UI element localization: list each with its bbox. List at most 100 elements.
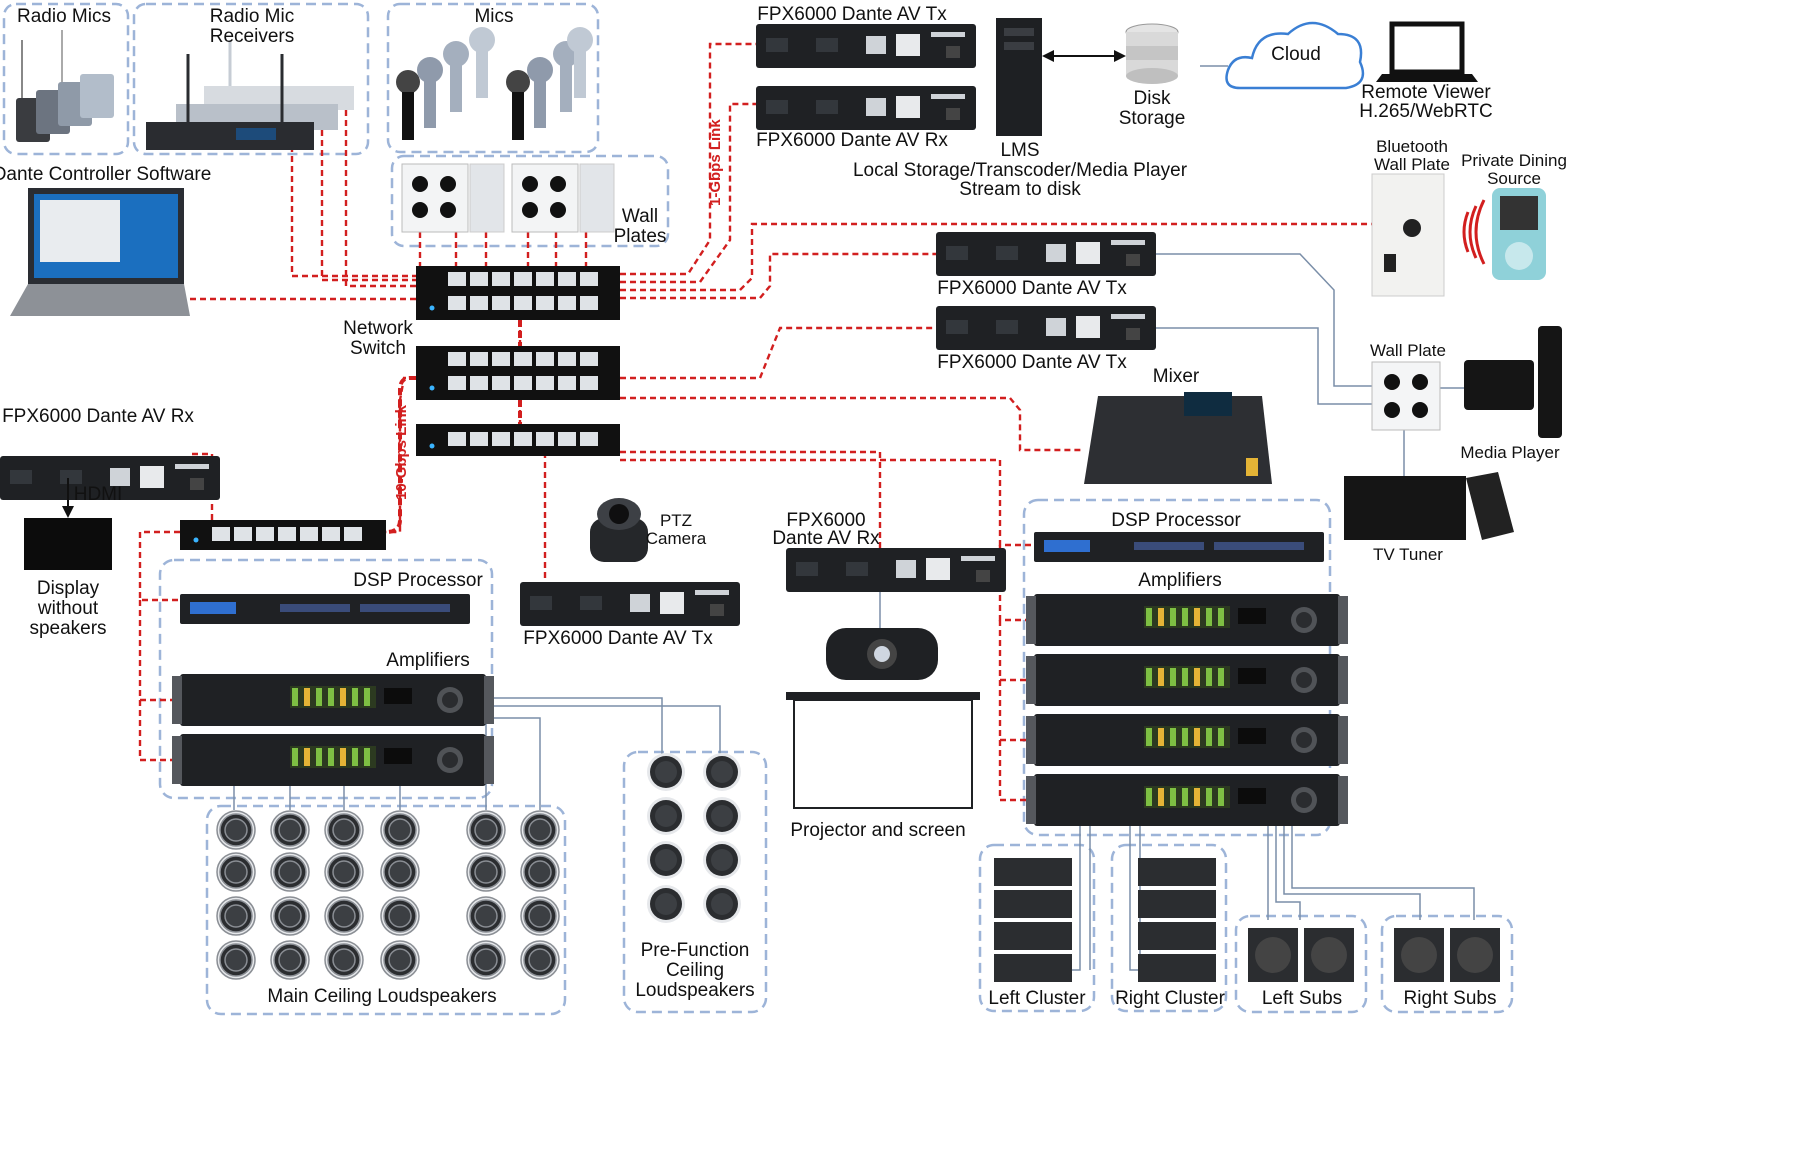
cloud-label: Cloud (1271, 44, 1321, 65)
radio-mics-icon (16, 30, 114, 142)
network-switch-1 (416, 266, 620, 320)
lms-label-3: Stream to disk (959, 179, 1081, 200)
left-dsp-group (158, 558, 494, 800)
wall-plates-label-1: Wall (622, 206, 658, 227)
laptop-icon (10, 188, 190, 316)
left-subs-group (1234, 914, 1368, 1014)
private-dining-label-1: Private Dining (1461, 151, 1567, 170)
prefunction-label-3: Loudspeakers (635, 980, 754, 1001)
lms-label-1: LMS (1000, 140, 1039, 161)
main-ceiling-label: Main Ceiling Loudspeakers (267, 986, 496, 1007)
link-1g-label: 1-Gbps Link (707, 119, 724, 206)
ipod-icon (1492, 188, 1546, 280)
wall-plates-icon (401, 163, 615, 233)
left-cluster-group (978, 843, 1096, 1013)
handheld-mics-icon (396, 27, 593, 140)
network-switch-3 (416, 424, 620, 456)
lms-tower-icon (996, 18, 1042, 136)
dsp-right-label: DSP Processor (1111, 510, 1241, 531)
remote-viewer-label-1: Remote Viewer (1361, 82, 1491, 103)
dante-links (138, 42, 1372, 802)
prefunction-label-1: Pre-Function (641, 940, 750, 961)
fpx-tx-top-device (756, 24, 976, 68)
tv-tuner-label: TV Tuner (1373, 545, 1443, 564)
amp-right-3 (1026, 714, 1348, 766)
prefunction-speakers (647, 753, 741, 923)
radio-receivers-label-1: Radio Mic (210, 6, 294, 27)
mics-group (386, 2, 600, 154)
bt-wall-plate-label-1: Bluetooth (1376, 137, 1448, 156)
amp-right-1 (1026, 594, 1348, 646)
bluetooth-signal-icon (1462, 199, 1486, 265)
private-dining-label-2: Source (1487, 169, 1541, 188)
dante-controller-label: Dante Controller Software (0, 164, 211, 185)
radio-receivers-group (132, 2, 370, 156)
mixer-label: Mixer (1153, 366, 1200, 387)
bt-wall-plate-label-2: Wall Plate (1374, 155, 1450, 174)
network-switch-label-2: Switch (350, 338, 406, 359)
amp-left-1 (172, 674, 494, 726)
fpx-rx-left-label: FPX6000 Dante AV Rx (2, 406, 194, 427)
remote-laptop-icon (1376, 21, 1478, 82)
fpx-rx-proj-device (786, 548, 1006, 592)
ptz-camera-icon (590, 498, 648, 562)
fpx-rx-proj-label-2: Dante AV Rx (772, 528, 880, 549)
display-label-3: speakers (29, 618, 106, 639)
right-cluster-group (1110, 843, 1228, 1013)
ptz-label-2: Camera (646, 529, 707, 548)
left-subs-label: Left Subs (1262, 988, 1342, 1009)
media-player-label: Media Player (1460, 443, 1560, 462)
fpx-tx-mid1-label: FPX6000 Dante AV Tx (937, 278, 1127, 299)
prefunction-group (622, 750, 768, 1014)
right-subs-group (1380, 914, 1514, 1014)
fpx-rx-top-label: FPX6000 Dante AV Rx (756, 130, 948, 151)
main-ceiling-group (205, 804, 567, 1016)
prefunction-label-2: Ceiling (666, 960, 724, 981)
disk-storage-icon (1125, 23, 1179, 84)
media-player-icon (1464, 326, 1562, 438)
network-switch-4 (180, 520, 386, 550)
fpx-rx-top-device (756, 86, 976, 130)
labels: Radio Mics Radio Mic Receivers Mics Wall… (0, 4, 1567, 1009)
right-subs-label: Right Subs (1404, 988, 1497, 1009)
amps-left-label: Amplifiers (386, 650, 469, 671)
amps-right-label: Amplifiers (1138, 570, 1221, 591)
network-switch-2 (416, 346, 620, 400)
amp-right-4 (1026, 774, 1348, 826)
left-subs-speakers (1248, 928, 1354, 982)
dsp-right-device (1034, 532, 1324, 562)
dsp-left-device (180, 594, 470, 624)
link-10g-label: 10-Gbps Link (393, 404, 410, 500)
mixer-icon (1084, 392, 1272, 484)
radio-mics-group (2, 2, 130, 156)
hdmi-label: HDMI (74, 484, 123, 505)
left-cluster-speakers (994, 858, 1072, 982)
remote-viewer-label-2: H.265/WebRTC (1359, 101, 1492, 122)
ptz-label-1: PTZ (660, 511, 692, 530)
fpx-tx-mid2-device (936, 306, 1156, 350)
radio-receivers-label-2: Receivers (210, 26, 294, 47)
fpx-tx-mid2-label: FPX6000 Dante AV Tx (937, 352, 1127, 373)
cloud-icon (1225, 21, 1365, 90)
right-subs-speakers (1394, 928, 1500, 982)
projector-label: Projector and screen (790, 820, 965, 841)
left-cluster-label: Left Cluster (988, 988, 1086, 1009)
dsp-left-label: DSP Processor (353, 570, 483, 591)
wall-plate-right-icon (1371, 361, 1441, 431)
display-label-2: without (37, 598, 99, 619)
amp-left-2 (172, 734, 494, 786)
mics-label: Mics (474, 6, 513, 27)
wall-plate-label: Wall Plate (1370, 341, 1446, 360)
radio-mics-label: Radio Mics (17, 6, 111, 27)
bluetooth-wall-plate-icon (1371, 173, 1445, 297)
network-switch-label-1: Network (343, 318, 413, 339)
tv-tuner-icon (1344, 472, 1514, 540)
lms-storage-link (1042, 50, 1126, 62)
right-cluster-label: Right Cluster (1115, 988, 1225, 1009)
right-cluster-speakers (1138, 858, 1216, 982)
display-icon (24, 518, 112, 570)
display-label-1: Display (37, 578, 100, 599)
projector-icon (826, 628, 938, 680)
